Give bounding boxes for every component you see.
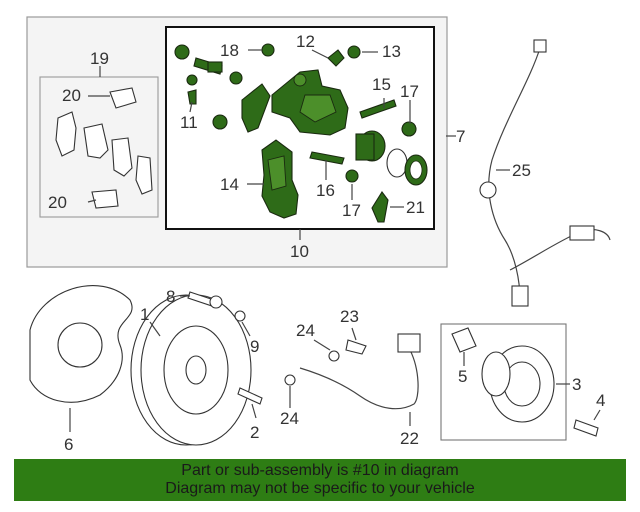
caliper-housing [271,69,349,136]
brake-pads [55,87,153,209]
callout-16: 16 [316,181,335,200]
info-banner: Part or sub-assembly is #10 in diagram D… [14,459,626,501]
banner-line-2: Diagram may not be specific to your vehi… [165,480,475,497]
callout-15: 15 [372,75,391,94]
piston-and-seals [355,130,428,186]
hub-bearing-3 [451,327,599,437]
spring-clip-21 [371,191,389,223]
callout-25: 25 [512,161,531,180]
callout-3: 3 [572,375,581,394]
callout-24-bottom: 24 [280,409,299,428]
bolts-8-9-2 [187,291,263,405]
brake-disc-1 [130,294,252,446]
callout-23: 23 [340,307,359,326]
callout-5: 5 [458,367,467,386]
callout-20-top: 20 [62,86,81,105]
wheel-speed-sensor-25 [479,39,611,307]
bleeder-12 [327,45,361,67]
callout-9: 9 [250,337,259,356]
callout-12: 12 [296,32,315,51]
boot-11 [186,43,275,130]
callout-6: 6 [64,435,73,454]
guide-pin-18 [174,44,243,85]
callout-24-top: 24 [296,321,315,340]
callout-2: 2 [250,423,259,442]
leader-lines [69,49,601,432]
callout-18: 18 [220,41,239,60]
callout-1: 1 [140,305,149,324]
callout-19: 19 [90,49,109,68]
callout-17-top: 17 [400,82,419,101]
callout-17-bottom: 17 [342,201,361,220]
banner-line-1: Part or sub-assembly is #10 in diagram [181,462,459,479]
caliper-bracket-mount [241,83,271,133]
callout-14: 14 [220,175,239,194]
callout-21: 21 [406,198,425,217]
callout-10: 10 [290,242,309,261]
callout-8: 8 [166,287,175,306]
dust-shield-6 [29,285,133,403]
callout-11: 11 [180,113,198,132]
callout-13: 13 [382,42,401,61]
bolts-15-16-17 [309,99,417,183]
callout-4: 4 [596,391,605,410]
callout-20-bottom: 20 [48,193,67,212]
callout-22: 22 [400,429,419,448]
callout-7: 7 [456,127,465,146]
brake-hose-22 [284,333,421,410]
caliper-bracket [261,139,299,219]
callout-labels: 19 20 20 18 12 13 11 15 17 14 16 17 21 1… [48,32,605,454]
